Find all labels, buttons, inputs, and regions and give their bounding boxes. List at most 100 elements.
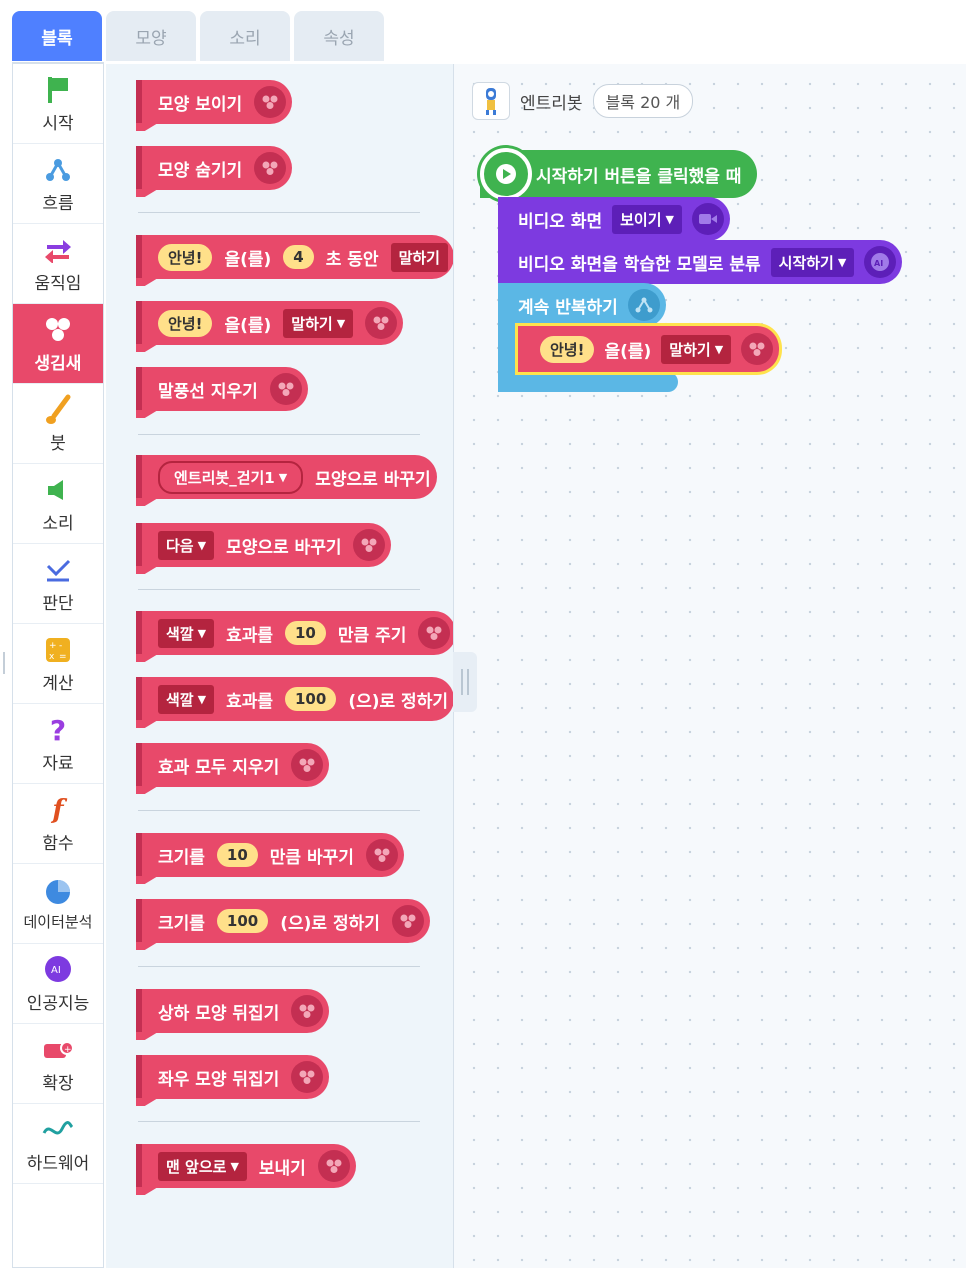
say-mode-dropdown[interactable]: 말하기▼ — [283, 308, 354, 338]
effect-dropdown[interactable]: 색깔▼ — [158, 684, 215, 714]
looks-icon — [418, 617, 451, 649]
block-say[interactable]: 안녕! 을(를) 말하기▼ — [136, 301, 404, 345]
divider — [138, 966, 420, 967]
video-visibility-dropdown[interactable]: 보이기▼ — [612, 204, 682, 234]
entrybot-thumbnail — [472, 82, 510, 120]
play-icon — [480, 148, 532, 200]
chevron-down-icon: ▼ — [665, 212, 674, 226]
category-ai[interactable]: AI 인공지능 — [13, 944, 103, 1024]
category-extension[interactable]: + 확장 — [13, 1024, 103, 1104]
category-data-analysis[interactable]: 데이터분석 — [13, 864, 103, 944]
block-size-change[interactable]: 크기를 10 만큼 바꾸기 — [136, 833, 404, 877]
classify-video-block[interactable]: 비디오 화면을 학습한 모델로 분류 시작하기▼ AI — [498, 240, 903, 284]
divider — [138, 589, 420, 590]
tab-shapes[interactable]: 모양 — [106, 11, 196, 61]
category-start[interactable]: 시작 — [13, 64, 103, 144]
tab-properties[interactable]: 속성 — [294, 11, 384, 61]
category-label: 자료 — [42, 754, 74, 774]
svg-text:+: + — [49, 641, 57, 651]
svg-text:=: = — [59, 652, 67, 662]
block-label: 계속 반복하기 — [518, 297, 618, 318]
block-size-set[interactable]: 크기를 100 (으)로 정하기 — [136, 899, 430, 943]
block-canvas[interactable]: 엔트리봇 블록 20 개 시작하기 버튼을 클릭했을 때 비디오 화면 보이기▼… — [454, 64, 966, 1268]
say-text-input[interactable]: 안녕! — [540, 335, 595, 363]
category-move[interactable]: 움직임 — [13, 224, 103, 304]
panel-splitter-handle[interactable] — [453, 652, 477, 712]
svg-text:-: - — [59, 641, 62, 651]
effect-value-input[interactable]: 10 — [285, 621, 326, 645]
block-effect-set[interactable]: 색깔▼ 효과를 100 (으)로 정하기 — [136, 677, 453, 721]
block-label: 보내기 — [258, 1158, 306, 1179]
looks-icon — [317, 1150, 350, 1182]
pie-chart-icon — [41, 875, 75, 909]
category-label: 시작 — [42, 114, 74, 134]
size-value-input[interactable]: 10 — [216, 843, 258, 867]
loop-side — [498, 323, 520, 375]
say-block[interactable]: 안녕! 을(를) 말하기▼ — [518, 326, 780, 372]
shape-dropdown[interactable]: 엔트리봇_걷기1▼ — [158, 460, 304, 494]
block-clear-bubble[interactable]: 말풍선 지우기 — [136, 367, 308, 411]
tab-sounds[interactable]: 소리 — [200, 11, 290, 61]
move-arrows-icon — [41, 233, 75, 267]
category-hardware[interactable]: 하드웨어 — [13, 1104, 103, 1184]
block-effect-change[interactable]: 색깔▼ 효과를 10 만큼 주기 — [136, 611, 453, 655]
block-flip-horizontal[interactable]: 좌우 모양 뒤집기 — [136, 1055, 330, 1099]
loop-footer — [498, 372, 678, 392]
block-show-shape[interactable]: 모양 보이기 — [136, 80, 293, 124]
category-judge[interactable]: 판단 — [13, 544, 103, 624]
question-icon: ? — [49, 713, 67, 747]
category-label: 하드웨어 — [26, 1154, 90, 1174]
size-value-input[interactable]: 100 — [216, 909, 269, 933]
looks-icon — [291, 749, 324, 781]
effect-dropdown[interactable]: 색깔▼ — [158, 618, 215, 648]
category-flow[interactable]: 흐름 — [13, 144, 103, 224]
video-screen-block[interactable]: 비디오 화면 보이기▼ — [498, 197, 730, 241]
block-label: 비디오 화면을 학습한 모델로 분류 — [518, 254, 761, 275]
category-label: 판단 — [42, 594, 74, 614]
block-flip-vertical[interactable]: 상하 모양 뒤집기 — [136, 989, 330, 1033]
effect-value-input[interactable]: 100 — [285, 687, 337, 711]
tab-blocks[interactable]: 블록 — [12, 11, 102, 61]
block-change-shape-to[interactable]: 엔트리봇_걷기1▼ 모양으로 바꾸기 — [136, 455, 437, 499]
block-clear-effects[interactable]: 효과 모두 지우기 — [136, 743, 330, 787]
say-text-input[interactable]: 안녕! — [158, 309, 213, 337]
block-say-for-seconds[interactable]: 안녕! 을(를) 4 초 동안 말하기 — [136, 235, 453, 279]
resize-handle[interactable] — [3, 652, 5, 674]
say-text-input[interactable]: 안녕! — [158, 243, 213, 271]
when-start-clicked-block[interactable]: 시작하기 버튼을 클릭했을 때 — [480, 148, 758, 200]
category-label: 데이터분석 — [23, 913, 93, 931]
hardware-icon — [41, 1113, 75, 1147]
block-send-to-front[interactable]: 맨 앞으로▼ 보내기 — [136, 1144, 356, 1188]
block-hide-shape[interactable]: 모양 숨기기 — [136, 146, 293, 190]
block-label: 시작하기 버튼을 클릭했을 때 — [536, 166, 742, 187]
category-sound[interactable]: 소리 — [13, 464, 103, 544]
looks-icon — [353, 529, 386, 561]
block-label: 말풍선 지우기 — [158, 381, 258, 402]
function-icon: f — [52, 795, 64, 825]
svg-text:x: x — [49, 652, 55, 662]
block-label: (으)로 정하기 — [280, 913, 380, 934]
looks-icon — [269, 373, 302, 405]
category-looks[interactable]: 생김새 — [13, 304, 103, 384]
category-function[interactable]: f 함수 — [13, 784, 103, 864]
category-bar: 시작 흐름 움직임 생김새 붓 소리 판단 +-x = 계산 — [12, 62, 104, 1268]
layer-dropdown[interactable]: 맨 앞으로▼ — [158, 1151, 247, 1181]
category-brush[interactable]: 붓 — [13, 384, 103, 464]
seconds-input[interactable]: 4 — [283, 245, 314, 269]
category-label: 계산 — [42, 674, 74, 694]
shape-order-dropdown[interactable]: 다음▼ — [158, 530, 215, 560]
object-header: 엔트리봇 블록 20 개 — [472, 82, 694, 120]
category-calc[interactable]: +-x = 계산 — [13, 624, 103, 704]
category-label: 붓 — [50, 434, 66, 454]
say-mode-dropdown[interactable]: 말하기▼ — [661, 334, 732, 364]
category-data[interactable]: ? 자료 — [13, 704, 103, 784]
category-label: 인공지능 — [26, 994, 90, 1014]
dropdown-value: 보이기 — [620, 210, 662, 229]
chevron-down-icon: ▼ — [336, 316, 346, 330]
chevron-down-icon: ▼ — [278, 470, 288, 484]
forever-loop-block[interactable]: 계속 반복하기 — [498, 283, 678, 391]
block-next-shape[interactable]: 다음▼ 모양으로 바꾸기 — [136, 523, 392, 567]
say-mode-dropdown[interactable]: 말하기 — [390, 242, 448, 272]
classify-dropdown[interactable]: 시작하기▼ — [770, 247, 855, 277]
